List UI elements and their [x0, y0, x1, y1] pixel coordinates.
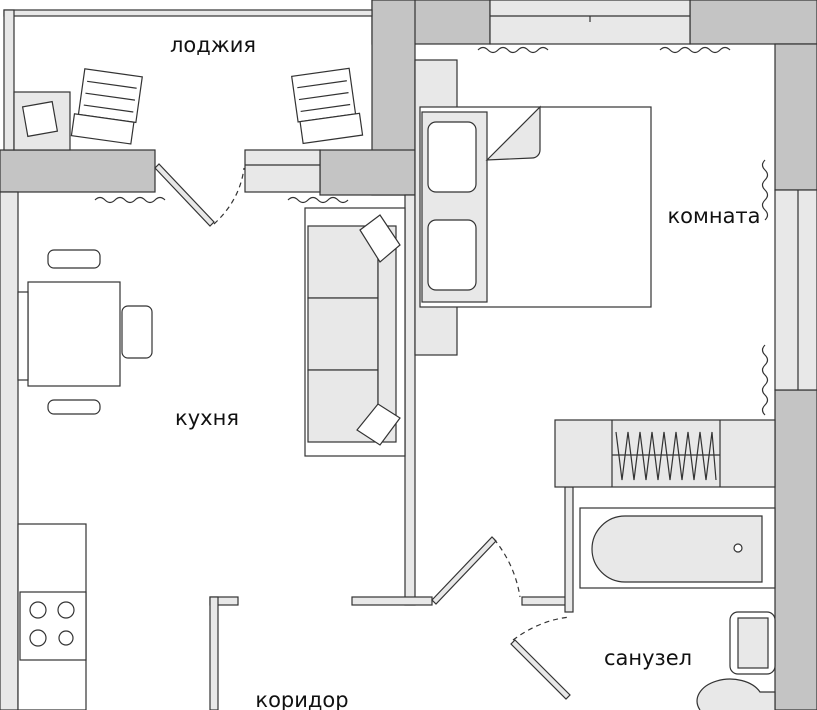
- windows: [244, 0, 817, 391]
- loggia-chairs: [21, 67, 364, 145]
- wardrobe: [611, 420, 721, 487]
- sink: [729, 611, 776, 675]
- radiators: [94, 46, 769, 416]
- room-label-loggia: лоджия: [170, 33, 256, 57]
- bathtub: [579, 507, 776, 589]
- room-label-corridor: коридор: [255, 688, 349, 710]
- loggia-walls: [3, 9, 373, 151]
- sofa: [304, 207, 406, 457]
- room-label-kitchen: кухня: [175, 406, 239, 430]
- kitchen-counter: [17, 523, 87, 710]
- dining-table: [17, 249, 153, 415]
- room-label-room: комната: [667, 204, 761, 228]
- doors: [154, 163, 571, 700]
- room-label-bathroom: санузел: [603, 646, 693, 670]
- bed: [419, 105, 652, 308]
- toilet: [696, 678, 776, 710]
